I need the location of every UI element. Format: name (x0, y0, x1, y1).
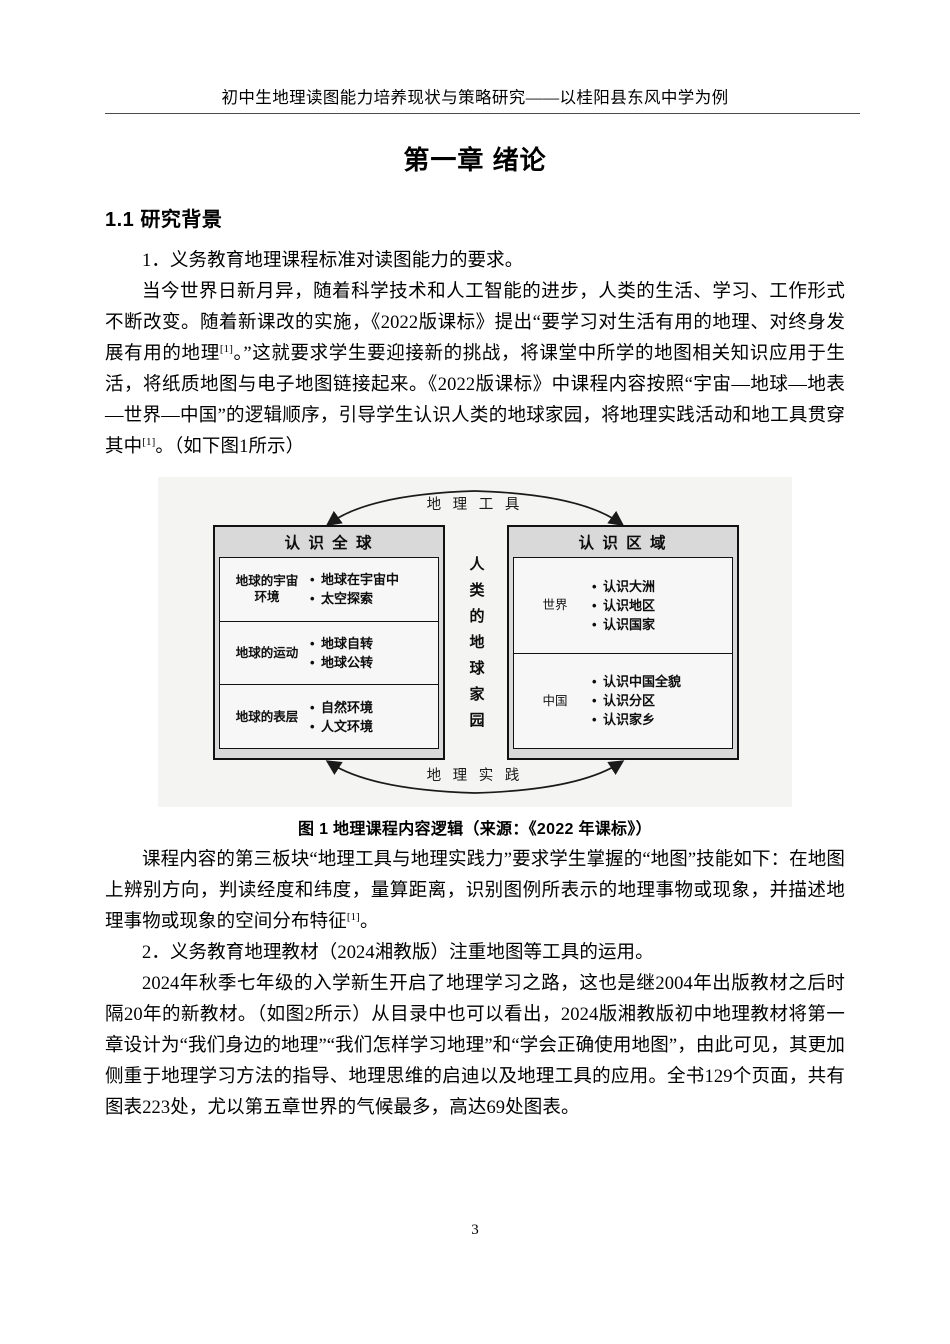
bullet-item: 人文环境 (310, 717, 434, 736)
bullet-item: 地球自转 (310, 634, 434, 653)
header-rule (105, 112, 860, 114)
panel-right-title: 认 识 区 域 (578, 534, 668, 552)
paragraph-2: 课程内容的第三板块“地理工具与地理实践力”要求学生掌握的“地图”技能如下：在地图… (105, 845, 845, 938)
row-items: 自然环境 人文环境 (310, 698, 438, 736)
paragraph-2-text-a: 课程内容的第三板块“地理工具与地理实践力”要求学生掌握的“地图”技能如下：在地图… (105, 849, 845, 932)
item-1-block: 1．义务教育地理课程标准对读图能力的要求。 当今世界日新月异，随着科学技术和人工… (105, 246, 845, 463)
bullet-item: 认识国家 (592, 615, 728, 634)
bullet-item: 地球在宇宙中 (310, 570, 434, 589)
page-header: 初中生地理读图能力培养现状与策略研究——以桂阳县东风中学为例 (105, 0, 860, 114)
paragraph-2-text-b: 。 (359, 911, 379, 932)
item-2-heading: 2．义务教育地理教材（2024湘教版）注重地图等工具的运用。 (142, 942, 654, 963)
section-heading: 1.1 研究背景 (105, 208, 223, 231)
row-items: 认识中国全貌 认识分区 认识家乡 (592, 672, 732, 729)
paragraph-1-text-b: 。”这就要求学生要迎接新的挑战，将课堂中所学的地图相关知识应用于生活，将纸质地图… (105, 343, 846, 457)
panel-right-row: 中国 认识中国全貌 认识分区 认识家乡 (514, 652, 732, 748)
paragraph-1-text-a: 当今世界日新月异，随着科学技术和人工智能的进步，人类的生活、学习、工作形式不断改… (105, 281, 845, 364)
citation-marker: [1] (142, 435, 156, 448)
row-label: 地球的宇宙 环境 (220, 573, 310, 605)
panel-right-body: 世界 认识大洲 认识地区 认识国家 中国 认识中国全貌 (513, 556, 733, 749)
running-title: 初中生地理读图能力培养现状与策略研究——以桂阳县东风中学为例 (221, 88, 729, 107)
citation-marker: [1] (346, 910, 360, 923)
paragraph-3: 2024年秋季七年级的入学新生开启了地理学习之路，这也是继2004年出版教材之后… (105, 973, 845, 1118)
vertical-char: 地 (469, 633, 485, 651)
paragraph-1-text-c: 。（如下图1所示） (155, 436, 305, 457)
row-label-line: 中国 (542, 693, 568, 708)
arc-label-bottom: 地 理 实 践 (426, 767, 524, 784)
row-label-line: 世界 (542, 598, 568, 613)
row-label-line: 环境 (254, 590, 280, 605)
bullet-item: 自然环境 (310, 698, 434, 717)
panel-left-title: 认 识 全 球 (284, 534, 374, 552)
page-number: 3 (471, 1222, 479, 1238)
citation-marker: [1] (219, 342, 233, 355)
bullet-item: 认识地区 (592, 596, 728, 615)
row-items: 地球在宇宙中 太空探索 (310, 570, 438, 608)
figure-1: 地 理 工 具 地 理 实 践 认 识 全 球 地球的宇宙 环境 地球在宇宙中 … (158, 476, 792, 807)
figure-1-wrapper: 地 理 工 具 地 理 实 践 认 识 全 球 地球的宇宙 环境 地球在宇宙中 … (105, 476, 845, 807)
row-label: 中国 (514, 693, 592, 709)
vertical-char: 类 (469, 581, 485, 599)
vertical-char: 的 (469, 607, 485, 625)
vertical-char: 球 (469, 659, 485, 677)
vertical-char: 家 (469, 685, 485, 703)
panel-left-body: 地球的宇宙 环境 地球在宇宙中 太空探索 地球的运动 地球 (219, 556, 439, 749)
bullet-item: 认识中国全貌 (592, 672, 728, 691)
row-items: 地球自转 地球公转 (310, 634, 438, 672)
row-items: 认识大洲 认识地区 认识国家 (592, 577, 732, 634)
vertical-char: 园 (469, 711, 485, 729)
panel-left-row: 地球的宇宙 环境 地球在宇宙中 太空探索 (220, 558, 438, 621)
center-vertical-label: 人 类 的 地 球 家 园 (454, 529, 500, 757)
panel-left-row: 地球的运动 地球自转 地球公转 (220, 621, 438, 684)
arc-label-top: 地 理 工 具 (426, 496, 524, 513)
bullet-item: 认识大洲 (592, 577, 728, 596)
paragraph-1: 当今世界日新月异，随着科学技术和人工智能的进步，人类的生活、学习、工作形式不断改… (105, 277, 845, 463)
row-label: 世界 (514, 597, 592, 613)
figure-arcs (325, 489, 625, 794)
panel-left-row: 地球的表层 自然环境 人文环境 (220, 684, 438, 747)
vertical-char: 人 (469, 555, 485, 573)
bullet-item: 地球公转 (310, 653, 434, 672)
panel-global-understanding: 认 识 全 球 地球的宇宙 环境 地球在宇宙中 太空探索 (213, 524, 445, 760)
bullet-item: 认识家乡 (592, 710, 728, 729)
panel-regional-understanding: 认 识 区 域 世界 认识大洲 认识地区 认识国家 (507, 524, 739, 760)
bullet-item: 太空探索 (310, 589, 434, 608)
row-label: 地球的运动 (220, 645, 310, 661)
figure-1-caption: 图 1 地理课程内容逻辑（来源：《2022 年课标》） (298, 820, 652, 838)
row-label: 地球的表层 (220, 709, 310, 725)
chapter-title: 第一章 绪论 (403, 144, 547, 175)
panel-right-row: 世界 认识大洲 认识地区 认识国家 (514, 558, 732, 653)
row-label-line: 地球的运动 (235, 646, 299, 661)
page-footer: 3 (0, 1222, 950, 1239)
row-label-line: 地球的宇宙 (235, 574, 299, 589)
bullet-item: 认识分区 (592, 691, 728, 710)
row-label-line: 地球的表层 (235, 709, 299, 724)
item-1-heading: 1．义务教育地理课程标准对读图能力的要求。 (142, 250, 524, 271)
